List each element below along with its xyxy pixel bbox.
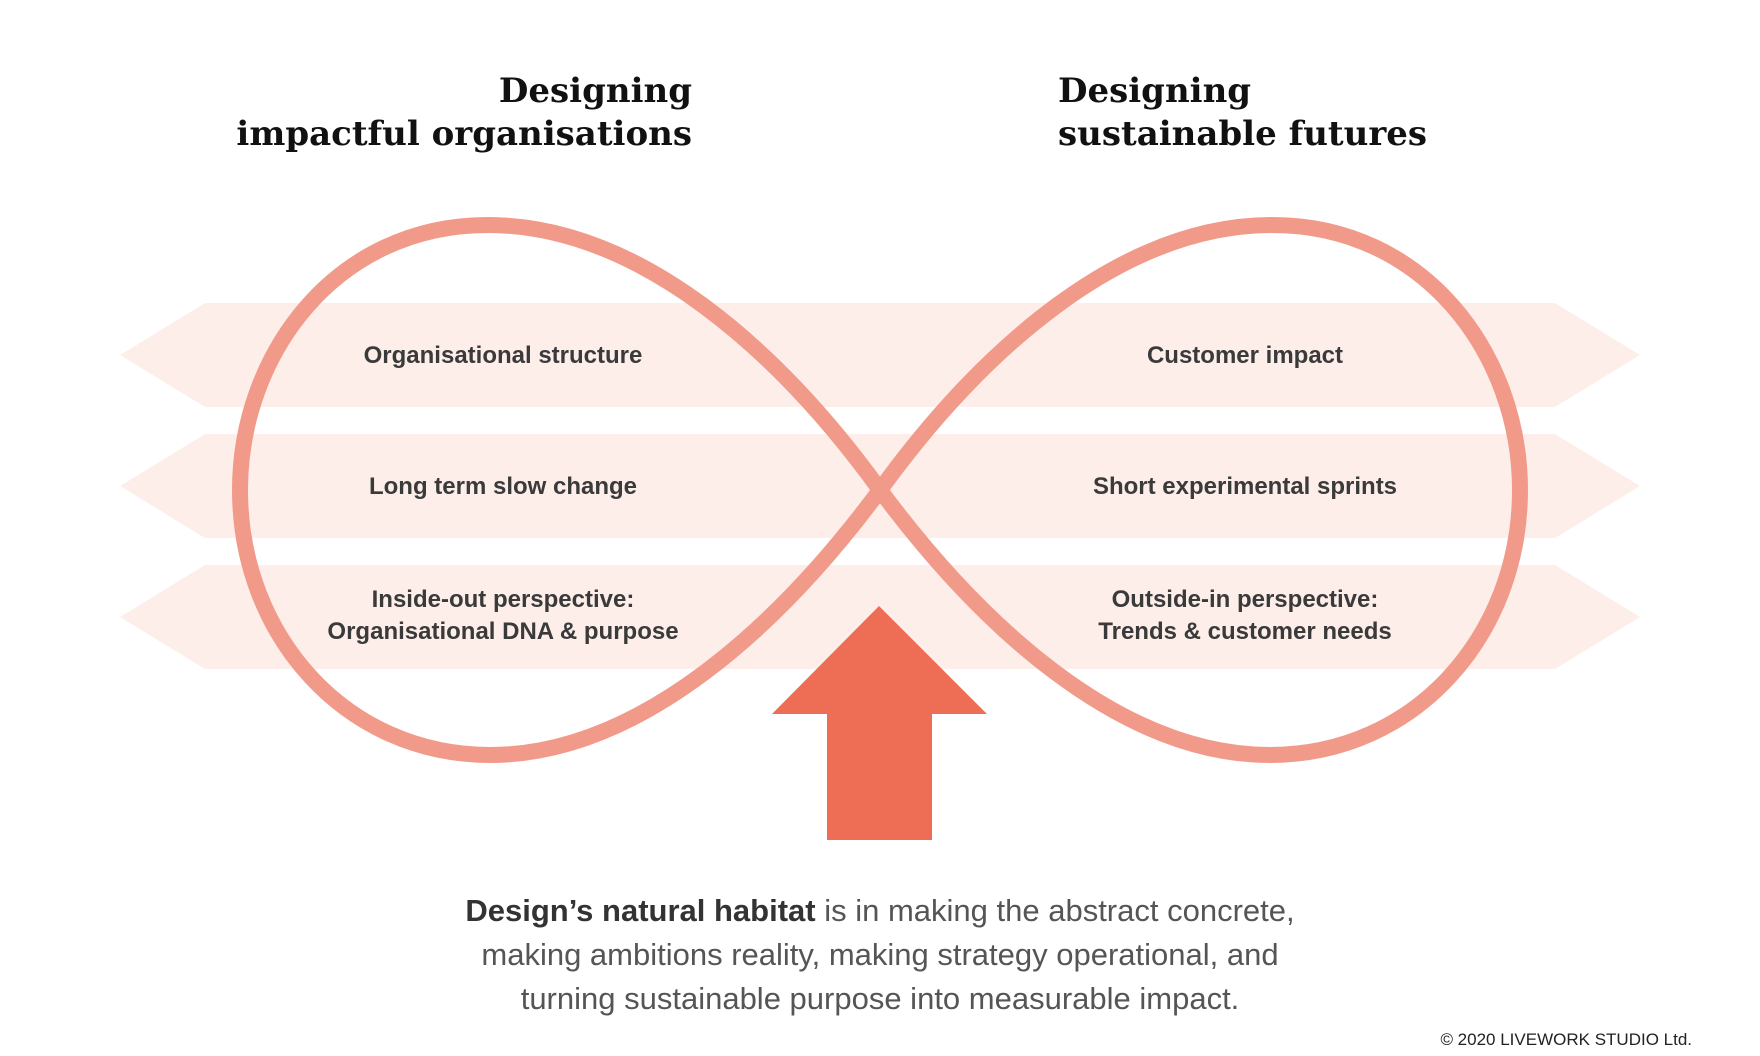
band-label-long-term-slow-change: Long term slow change: [369, 473, 637, 500]
band-shape-top: [120, 303, 1640, 407]
heading-right-line1: Designing: [1058, 71, 1251, 111]
up-arrow-icon: [772, 606, 987, 840]
infinity-loop: [231, 216, 1529, 764]
copyright-notice: © 2020 LIVEWORK STUDIO Ltd.: [1440, 1030, 1692, 1049]
caption-line1-rest: is in making the abstract concrete,: [816, 893, 1295, 928]
band-label-customer-impact: Customer impact: [1147, 342, 1343, 369]
band-label-outside-in-perspective: Outside-in perspective:: [1112, 586, 1379, 613]
caption-line3: turning sustainable purpose into measura…: [521, 981, 1240, 1016]
band-label-short-experimental-sprints: Short experimental sprints: [1093, 473, 1397, 500]
band-label-trends-customer-needs: Trends & customer needs: [1098, 618, 1391, 645]
heading-right-line2: sustainable futures: [1058, 114, 1427, 154]
caption-line1: Design’s natural habitat is in making th…: [465, 893, 1294, 928]
heading-left-line1: Designing: [499, 71, 692, 111]
caption-line2: making ambitions reality, making strateg…: [481, 937, 1278, 972]
caption-bold-phrase: Design’s natural habitat: [465, 893, 815, 928]
band-label-organisational-dna: Organisational DNA & purpose: [327, 618, 678, 645]
heading-left-line2: impactful organisations: [236, 114, 692, 154]
band-label-organisational-structure: Organisational structure: [364, 342, 643, 369]
band-label-inside-out-perspective: Inside-out perspective:: [372, 586, 635, 613]
